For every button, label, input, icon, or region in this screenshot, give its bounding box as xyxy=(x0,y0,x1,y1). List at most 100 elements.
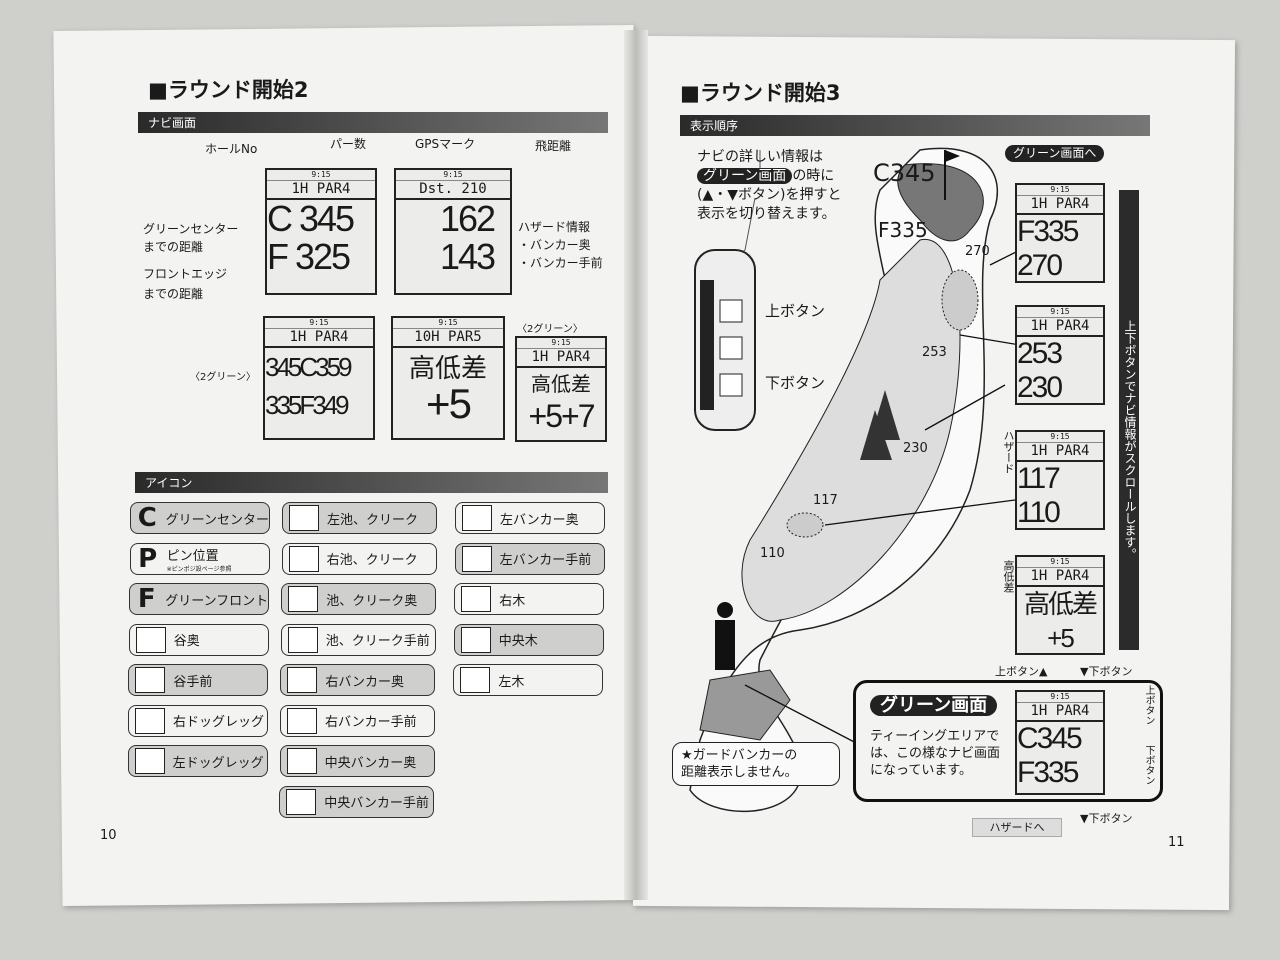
green-text-line: は、この様なナビ画面 xyxy=(870,746,1001,761)
icon-legend-item: 中央バンカー奥 xyxy=(279,745,435,777)
green-screen-text: ティーイングエリアで は、この様なナビ画面 になっています。 xyxy=(870,728,1000,779)
screen-row: C 345 xyxy=(267,198,355,239)
leader-253 xyxy=(959,334,1021,346)
bunker-icon xyxy=(287,667,318,693)
hazard-title: ハザード情報 xyxy=(518,220,591,234)
icon-label-text: 右ドッグレッグ xyxy=(173,715,265,730)
map-c345: C345 xyxy=(873,159,936,187)
screen-row: 143 xyxy=(440,236,496,277)
flag-icon xyxy=(945,150,960,162)
screen-header: 1H PAR4 xyxy=(1017,196,1103,215)
side-label-hazard: ハザード xyxy=(1002,430,1015,474)
icon-legend-item: 左ドッグレッグ xyxy=(127,745,268,777)
pond-icon xyxy=(288,545,319,572)
bunker-icon xyxy=(286,788,317,815)
screen-row: 335F349 xyxy=(265,390,350,420)
screen-time: 9:15 xyxy=(1017,307,1103,318)
icon-legend-label: ピン位置※ピンポジ設ページ参照 xyxy=(167,545,232,573)
icon-label-text: 中央バンカー手前 xyxy=(324,796,429,811)
bunker-left xyxy=(786,512,824,538)
screen-row: 230 xyxy=(1017,371,1063,404)
leader-117 xyxy=(824,499,1016,526)
screen-time: 9:15 xyxy=(1017,185,1103,196)
bunker-right xyxy=(941,269,979,331)
screen-row: 高低差 xyxy=(1023,589,1098,619)
trees-icon xyxy=(860,390,900,460)
intro-text: ナビの詳しい情報は グリーン画面の時に (▲・▼ボタン)を押すと 表示を切り替え… xyxy=(697,148,841,224)
to-green-screen-button[interactable]: グリーン画面へ xyxy=(1005,145,1105,162)
section-display-order: 表示順序 xyxy=(680,115,1150,136)
dogleg-icon xyxy=(135,707,165,734)
green-down-label: 下ボタン xyxy=(1143,745,1154,785)
icon-label-text: 池、クリーク手前 xyxy=(325,634,430,649)
screen-row: 高低差 xyxy=(408,354,487,384)
screen-row: F 325 xyxy=(267,236,351,277)
navi-screen-3: 9:15 1H PAR4 345C359 335F349 xyxy=(263,316,375,440)
scroll-instruction-bar: 上下ボタンでナビ情報がスクロールします。 xyxy=(1119,190,1139,650)
icon-label-text: 右木 xyxy=(499,593,526,609)
golfer-icon xyxy=(717,602,733,618)
navi-screen-2: 9:15 Dst. 210 162 143 xyxy=(394,168,512,295)
label-gps: GPSマーク xyxy=(415,137,476,151)
green-up-label: 上ボタン xyxy=(1143,685,1154,725)
bunker-icon xyxy=(287,707,317,734)
bunker-icon xyxy=(286,748,317,774)
map-110: 110 xyxy=(760,546,785,561)
icon-legend-label: 池、クリーク奥 xyxy=(326,590,417,609)
book-gutter xyxy=(624,30,648,900)
icon-label-text: 中央バンカー奥 xyxy=(324,755,417,771)
icon-legend-item: 左木 xyxy=(453,664,604,696)
icon-label-text: 右池、クリーク xyxy=(326,553,418,568)
screen-time: 9:15 xyxy=(267,170,375,181)
screen-row: 162 xyxy=(440,198,496,239)
hazard-bunker-back: ・バンカー奥 xyxy=(518,238,591,252)
icon-label-text: グリーンフロント xyxy=(165,593,269,609)
map-270: 270 xyxy=(965,244,990,259)
icon-legend-label: 右池、クリーク xyxy=(327,549,418,568)
screen-row: +5 xyxy=(426,380,472,427)
pond-icon xyxy=(287,626,318,653)
icon-label-text: 左池、クリーク xyxy=(327,512,419,528)
bottom-down-label: ▼下ボタン xyxy=(1080,812,1133,825)
screen-row: 117 xyxy=(1017,462,1061,495)
green-screen-pill: グリーン画面 xyxy=(697,168,793,184)
icon-legend-label: 右ドッグレッグ xyxy=(173,711,264,730)
icon-legend-label: 中央バンカー奥 xyxy=(325,752,417,771)
intro-line: ナビの詳しい情報は xyxy=(697,149,823,165)
tee-area xyxy=(699,669,791,741)
f-icon: F xyxy=(137,584,156,614)
icon-legend-label: 谷手前 xyxy=(173,671,212,690)
device-screen xyxy=(700,280,714,410)
label-front-edge-2: までの距離 xyxy=(143,287,204,301)
label-par: パー数 xyxy=(330,137,367,151)
icon-legend-item: 右池、クリーク xyxy=(281,542,437,575)
map-f335: F335 xyxy=(878,218,928,242)
screen-header: 1H PAR4 xyxy=(1017,703,1103,722)
icon-legend-item: 左バンカー手前 xyxy=(454,542,605,575)
icon-legend-label: 右木 xyxy=(499,590,525,609)
icon-label-text: 谷奥 xyxy=(173,634,200,649)
map-117: 117 xyxy=(813,493,838,508)
page-title-right: ■ラウンド開始3 xyxy=(680,81,841,105)
bunker-icon xyxy=(462,505,492,531)
label-two-green-a: 〈2グリーン〉 xyxy=(190,372,256,383)
screen-header: 1H PAR4 xyxy=(1017,443,1103,462)
screen-time: 9:15 xyxy=(393,318,503,329)
leader-230 xyxy=(924,384,1006,431)
icon-label-text: 右バンカー手前 xyxy=(325,715,417,730)
page-number-left: 10 xyxy=(100,828,117,843)
screen-row: C345 xyxy=(1017,722,1083,755)
intro-line: (▲・▼ボタン)を押すと xyxy=(697,187,842,203)
screen-header: 10H PAR5 xyxy=(393,329,503,348)
screen-header: 1H PAR4 xyxy=(267,181,375,200)
icon-label-text: 左バンカー奥 xyxy=(500,512,579,528)
label-green-center-2: までの距離 xyxy=(143,240,204,254)
section-navi-screen: ナビ画面 xyxy=(138,112,608,133)
map-230: 230 xyxy=(903,441,928,456)
fairway xyxy=(741,238,961,622)
green-text-line: ティーイングエリアで xyxy=(870,729,1000,744)
icon-legend-item: 中央バンカー手前 xyxy=(279,785,435,818)
screen-header: Dst. 210 xyxy=(396,181,510,200)
down-button-label: ▼下ボタン xyxy=(1080,665,1133,678)
p-icon: P xyxy=(138,543,158,574)
